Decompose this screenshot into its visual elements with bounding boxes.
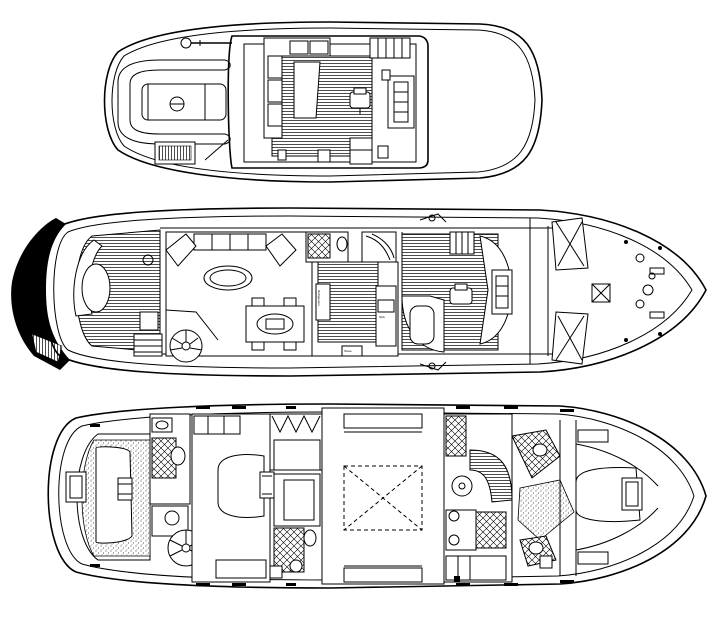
hull-portlights xyxy=(90,406,574,586)
flybridge-table xyxy=(293,61,321,119)
galley: Refrigerator Sink Stove xyxy=(311,261,399,357)
lower-deck-plan xyxy=(47,403,707,589)
flybridge-helm-console xyxy=(381,69,415,129)
flybridge-plan xyxy=(103,21,543,183)
davit-crane xyxy=(180,37,232,49)
tender-dinghy xyxy=(117,59,231,145)
flybridge-hull-outline xyxy=(103,21,543,183)
main-deck-plan: Refrigerator Sink Stove xyxy=(11,207,707,377)
saloon-spiral-stairs xyxy=(165,309,219,363)
foredeck xyxy=(529,217,665,365)
vip-stateroom xyxy=(191,413,275,583)
aft-hatch xyxy=(81,263,111,313)
main-deck-hull-outline xyxy=(43,207,707,377)
saloon-dining-table xyxy=(245,297,305,351)
galley-sink-label: Sink xyxy=(379,315,385,319)
forward-guest-cabin xyxy=(443,413,513,583)
swim-platform xyxy=(11,218,70,370)
flybridge-helm-seat xyxy=(349,87,371,114)
flybridge-stairs xyxy=(369,37,411,59)
main-deck-stairs xyxy=(361,231,397,263)
aft-head xyxy=(149,413,191,537)
saloon-sofa xyxy=(165,233,297,267)
lower-deck-hull-outline xyxy=(47,403,707,589)
main-deck-head xyxy=(305,231,349,263)
engine-room xyxy=(321,407,445,585)
bow-stateroom xyxy=(559,420,659,576)
aft-master-stateroom xyxy=(65,433,151,561)
galley-appliance-label: Refrigerator xyxy=(317,290,321,306)
flybridge-grill xyxy=(154,139,229,165)
flybridge-settee xyxy=(263,37,331,139)
saloon-coffee-table xyxy=(203,265,253,291)
pilothouse xyxy=(401,213,513,371)
center-head xyxy=(269,413,323,579)
aft-steps xyxy=(133,311,163,357)
galley-stove-label: Stove xyxy=(344,349,352,353)
forward-heads xyxy=(511,429,575,569)
